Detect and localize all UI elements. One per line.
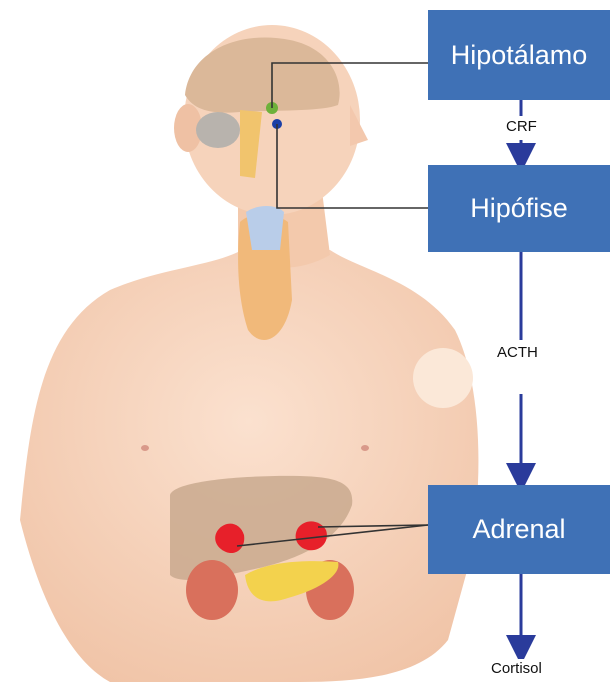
larynx [246,206,284,250]
human-body-illustration [20,25,478,682]
adrenal-label: Adrenal [472,514,565,545]
nipple-right [361,445,369,451]
hypothalamus-box: Hipotálamo [428,10,610,100]
nipple-left [141,445,149,451]
pituitary-box: Hipófise [428,165,610,252]
crf-label: CRF [503,117,540,136]
kidney-left [186,560,238,620]
adrenal-box: Adrenal [428,485,610,574]
shoulder-patch [413,348,473,408]
pituitary-label: Hipófise [470,193,568,224]
acth-label: ACTH [494,343,541,362]
cerebellum [196,112,240,148]
cortisol-label: Cortisol [488,659,545,678]
hypothalamus-label: Hipotálamo [451,40,588,71]
